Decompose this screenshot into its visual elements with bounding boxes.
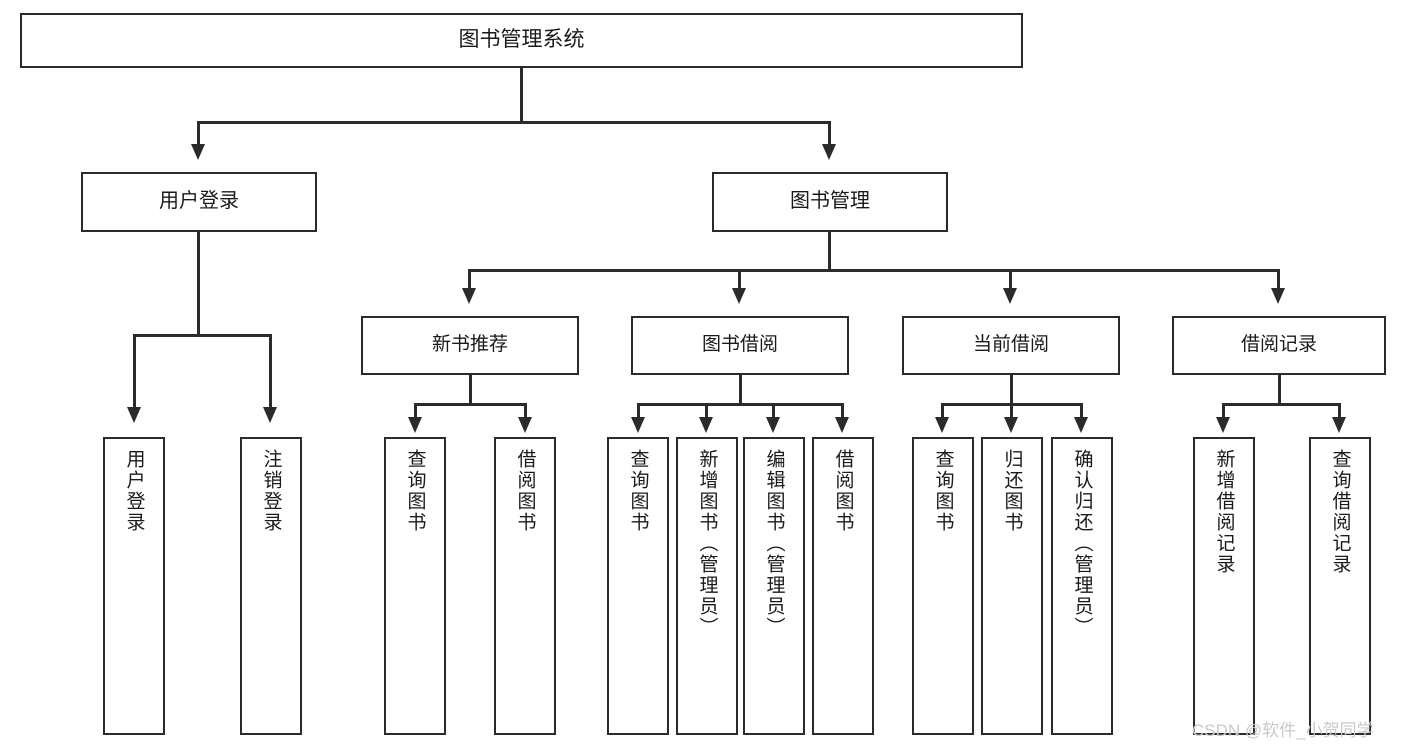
edge-root-down	[520, 68, 523, 123]
node-label: 新书推荐	[431, 334, 508, 356]
node-leaf-user-login[interactable]: 用户登录	[103, 437, 165, 735]
node-book-management[interactable]: 图书管理	[712, 172, 948, 232]
edge-bb-bus	[637, 403, 844, 406]
arrow-to-user-login	[191, 144, 205, 160]
node-leaf-query-record[interactable]: 查询借阅记录	[1309, 437, 1371, 735]
arrow-to-leaf-query-book-3	[935, 417, 949, 433]
node-leaf-query-book-1[interactable]: 查询图书	[384, 437, 446, 735]
edge-br-to-leaf-1	[1222, 403, 1225, 419]
edge-nbr-bus	[414, 403, 527, 406]
node-label: 图书借阅	[701, 334, 778, 356]
edge-bb-to-leaf-4	[841, 403, 844, 419]
edge-bb-down	[739, 375, 742, 405]
edge-book-management-bus	[468, 269, 1280, 272]
edge-bm-to-borrow-record	[1277, 269, 1280, 291]
arrow-to-leaf-logout	[263, 407, 277, 423]
node-book-borrow[interactable]: 图书借阅	[631, 316, 849, 375]
edge-bm-to-new-book	[468, 269, 471, 291]
node-leaf-confirm-return[interactable]: 确认归还（管理员）	[1051, 437, 1113, 735]
node-leaf-return-book[interactable]: 归还图书	[981, 437, 1043, 735]
node-label: 图书管理系统	[458, 28, 585, 52]
node-label: 注销登录	[260, 449, 282, 533]
edge-cb-to-leaf-1	[941, 403, 944, 419]
arrow-to-book-borrow	[732, 288, 746, 304]
edge-nbr-down	[469, 375, 472, 405]
node-leaf-add-book[interactable]: 新增图书（管理员）	[676, 437, 738, 735]
edge-user-login-down	[197, 232, 200, 336]
edge-bb-to-leaf-1	[637, 403, 640, 419]
arrow-to-leaf-borrow-book-1	[518, 417, 532, 433]
edge-br-down	[1278, 375, 1281, 405]
edge-bm-to-book-borrow	[738, 269, 741, 291]
node-label: 确认归还（管理员）	[1071, 449, 1093, 638]
node-label: 借阅图书	[514, 449, 536, 533]
edge-cb-to-leaf-3	[1080, 403, 1083, 419]
arrow-to-leaf-query-book-2	[631, 417, 645, 433]
arrow-to-current-borrow	[1003, 288, 1017, 304]
arrow-to-leaf-add-record	[1216, 417, 1230, 433]
edge-bb-to-leaf-2	[705, 403, 708, 419]
edge-nbr-to-leaf-1	[414, 403, 417, 419]
node-label: 查询图书	[404, 449, 426, 533]
node-leaf-borrow-book-2[interactable]: 借阅图书	[812, 437, 874, 735]
node-label: 新增借阅记录	[1213, 449, 1235, 575]
edge-br-bus	[1222, 403, 1341, 406]
node-label: 查询图书	[932, 449, 954, 533]
node-label: 归还图书	[1001, 449, 1023, 533]
node-label: 当前借阅	[972, 334, 1049, 356]
arrow-to-leaf-add-book	[699, 417, 713, 433]
node-label: 编辑图书（管理员）	[763, 449, 785, 638]
arrow-to-book-management	[822, 144, 836, 160]
edge-bb-to-leaf-3	[772, 403, 775, 419]
node-label: 用户登录	[159, 190, 239, 213]
node-label: 用户登录	[123, 449, 145, 533]
node-label: 查询图书	[627, 449, 649, 533]
node-label: 借阅记录	[1240, 334, 1317, 356]
node-label: 查询借阅记录	[1329, 449, 1351, 575]
edge-root-to-user-login	[197, 121, 200, 147]
edge-bm-to-current-borrow	[1009, 269, 1012, 291]
node-leaf-logout[interactable]: 注销登录	[240, 437, 302, 735]
node-root-system[interactable]: 图书管理系统	[20, 13, 1023, 68]
edge-cb-down	[1010, 375, 1013, 405]
edge-root-to-book-management	[828, 121, 831, 147]
arrow-to-leaf-query-record	[1332, 417, 1346, 433]
node-label: 图书管理	[790, 190, 870, 213]
node-label: 新增图书（管理员）	[696, 449, 718, 638]
edge-root-bus	[197, 121, 831, 124]
arrow-to-leaf-user-login	[127, 407, 141, 423]
arrow-to-leaf-borrow-book-2	[835, 417, 849, 433]
edge-cb-to-leaf-2	[1010, 403, 1013, 419]
node-user-login[interactable]: 用户登录	[81, 172, 317, 232]
node-leaf-add-record[interactable]: 新增借阅记录	[1193, 437, 1255, 735]
edge-user-login-to-leaf-2	[269, 334, 272, 410]
node-borrow-record[interactable]: 借阅记录	[1172, 316, 1386, 375]
node-leaf-query-book-3[interactable]: 查询图书	[912, 437, 974, 735]
arrow-to-borrow-record	[1271, 288, 1285, 304]
arrow-to-leaf-query-book-1	[408, 417, 422, 433]
edge-user-login-bus	[133, 334, 272, 337]
node-leaf-query-book-2[interactable]: 查询图书	[607, 437, 669, 735]
node-current-borrow[interactable]: 当前借阅	[902, 316, 1120, 375]
node-label: 借阅图书	[832, 449, 854, 533]
edge-nbr-to-leaf-2	[524, 403, 527, 419]
arrow-to-leaf-confirm-return	[1074, 417, 1088, 433]
node-new-book-recommend[interactable]: 新书推荐	[361, 316, 579, 375]
arrow-to-new-book-recommend	[462, 288, 476, 304]
edge-book-management-down	[828, 232, 831, 272]
node-leaf-edit-book[interactable]: 编辑图书（管理员）	[743, 437, 805, 735]
arrow-to-leaf-return-book	[1004, 417, 1018, 433]
node-leaf-borrow-book-1[interactable]: 借阅图书	[494, 437, 556, 735]
arrow-to-leaf-edit-book	[766, 417, 780, 433]
edge-br-to-leaf-2	[1338, 403, 1341, 419]
edge-user-login-to-leaf-1	[133, 334, 136, 410]
